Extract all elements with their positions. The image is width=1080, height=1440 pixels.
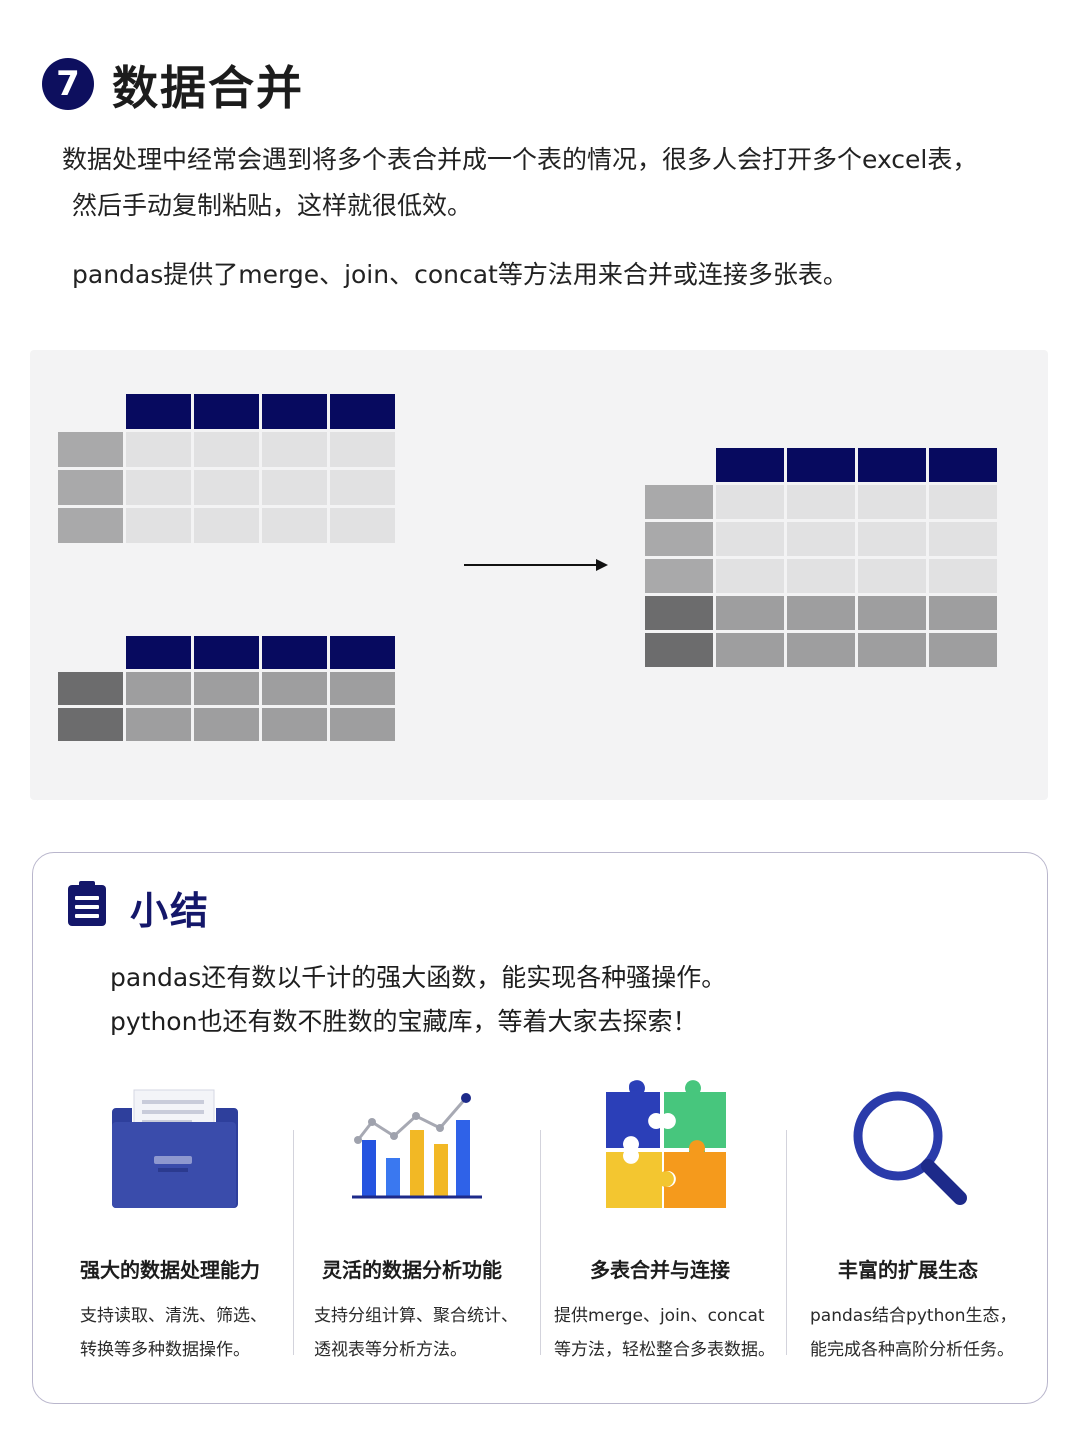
- table-data-cell: [330, 432, 395, 467]
- table-data-cell: [126, 508, 191, 543]
- table-data-cell: [126, 672, 191, 705]
- table-data-cell: [330, 470, 395, 505]
- table-data-cell: [716, 633, 784, 667]
- table-header-cell: [330, 636, 395, 669]
- table-data-cell: [858, 596, 926, 630]
- feature-desc: 提供merge、join、concat: [554, 1306, 765, 1326]
- table-header-cell: [126, 636, 191, 669]
- table-header-cell: [262, 394, 327, 429]
- table-header-cell: [194, 636, 259, 669]
- feature-desc: 支持读取、清洗、筛选、: [80, 1306, 267, 1326]
- table-data-cell: [194, 508, 259, 543]
- table-data-cell: [787, 596, 855, 630]
- section-number-badge: 7: [42, 58, 94, 110]
- table-data-cell: [787, 522, 855, 556]
- feature-divider: [540, 1130, 541, 1355]
- table-data-cell: [194, 708, 259, 741]
- feature-title: 多表合并与连接: [590, 1258, 730, 1282]
- table-data-cell: [330, 708, 395, 741]
- table-header-cell: [787, 448, 855, 482]
- summary-line-1: pandas还有数以千计的强大函数，能实现各种骚操作。: [110, 963, 727, 992]
- feature-desc: 支持分组计算、聚合统计、: [314, 1306, 518, 1326]
- bar-chart-icon: [352, 1093, 482, 1199]
- table-index-cell: [645, 559, 713, 593]
- feature-title: 灵活的数据分析功能: [322, 1258, 502, 1282]
- table-header-cell: [126, 394, 191, 429]
- summary-line-2: python也还有数不胜数的宝藏库，等着大家去探索！: [110, 1007, 698, 1036]
- table-data-cell: [858, 485, 926, 519]
- table-index-cell: [645, 633, 713, 667]
- intro-line-1: 数据处理中经常会遇到将多个表合并成一个表的情况，很多人会打开多个excel表，: [62, 145, 978, 174]
- file-cabinet-icon: [112, 1089, 238, 1208]
- feature-desc: pandas结合python生态，: [810, 1306, 1017, 1326]
- table-data-cell: [787, 633, 855, 667]
- table-data-cell: [929, 596, 997, 630]
- table-header-cell: [194, 394, 259, 429]
- feature-desc: 能完成各种高阶分析任务。: [810, 1340, 1014, 1360]
- table-data-cell: [194, 432, 259, 467]
- magnifier-icon: [853, 1091, 967, 1205]
- table-data-cell: [858, 522, 926, 556]
- clipboard-icon: [68, 881, 106, 926]
- table-index-cell: [58, 432, 123, 467]
- intro-line-2: 然后手动复制粘贴，这样就很低效。: [72, 191, 473, 220]
- table-data-cell: [262, 508, 327, 543]
- table-data-cell: [194, 470, 259, 505]
- puzzle-icon: [606, 1080, 726, 1208]
- table-index-cell: [58, 470, 123, 505]
- feature-desc: 转换等多种数据操作。: [80, 1340, 250, 1360]
- table-data-cell: [716, 522, 784, 556]
- intro-line-3: pandas提供了merge、join、concat等方法用来合并或连接多张表。: [72, 260, 848, 289]
- table-header-cell: [858, 448, 926, 482]
- table-data-cell: [330, 508, 395, 543]
- table-index-cell: [645, 596, 713, 630]
- table-data-cell: [126, 470, 191, 505]
- table-data-cell: [787, 559, 855, 593]
- table-header-cell: [330, 394, 395, 429]
- feature-desc: 透视表等分析方法。: [314, 1340, 467, 1360]
- table-data-cell: [126, 432, 191, 467]
- arrow-right-icon: [464, 559, 608, 571]
- page-title: 数据合并: [112, 61, 304, 115]
- table-data-cell: [262, 432, 327, 467]
- table-header-cell: [929, 448, 997, 482]
- table-index-cell: [58, 708, 123, 741]
- table-data-cell: [716, 559, 784, 593]
- table-data-cell: [262, 708, 327, 741]
- table-data-cell: [126, 708, 191, 741]
- table-index-cell: [58, 672, 123, 705]
- feature-title: 丰富的扩展生态: [838, 1258, 978, 1282]
- table-data-cell: [716, 485, 784, 519]
- table-index-cell: [58, 508, 123, 543]
- feature-divider: [786, 1130, 787, 1355]
- table-data-cell: [929, 522, 997, 556]
- table-data-cell: [858, 559, 926, 593]
- table-data-cell: [262, 672, 327, 705]
- table-index-cell: [645, 522, 713, 556]
- table-data-cell: [858, 633, 926, 667]
- table-data-cell: [262, 470, 327, 505]
- table-data-cell: [929, 559, 997, 593]
- feature-title: 强大的数据处理能力: [80, 1258, 260, 1282]
- table-data-cell: [330, 672, 395, 705]
- feature-divider: [293, 1130, 294, 1355]
- table-data-cell: [929, 633, 997, 667]
- summary-title: 小结: [130, 889, 211, 933]
- table-data-cell: [716, 596, 784, 630]
- table-data-cell: [787, 485, 855, 519]
- table-data-cell: [929, 485, 997, 519]
- table-data-cell: [194, 672, 259, 705]
- table-index-cell: [645, 485, 713, 519]
- table-header-cell: [262, 636, 327, 669]
- merge-illustration: [30, 350, 1048, 800]
- feature-desc: 等方法，轻松整合多表数据。: [554, 1340, 775, 1360]
- table-header-cell: [716, 448, 784, 482]
